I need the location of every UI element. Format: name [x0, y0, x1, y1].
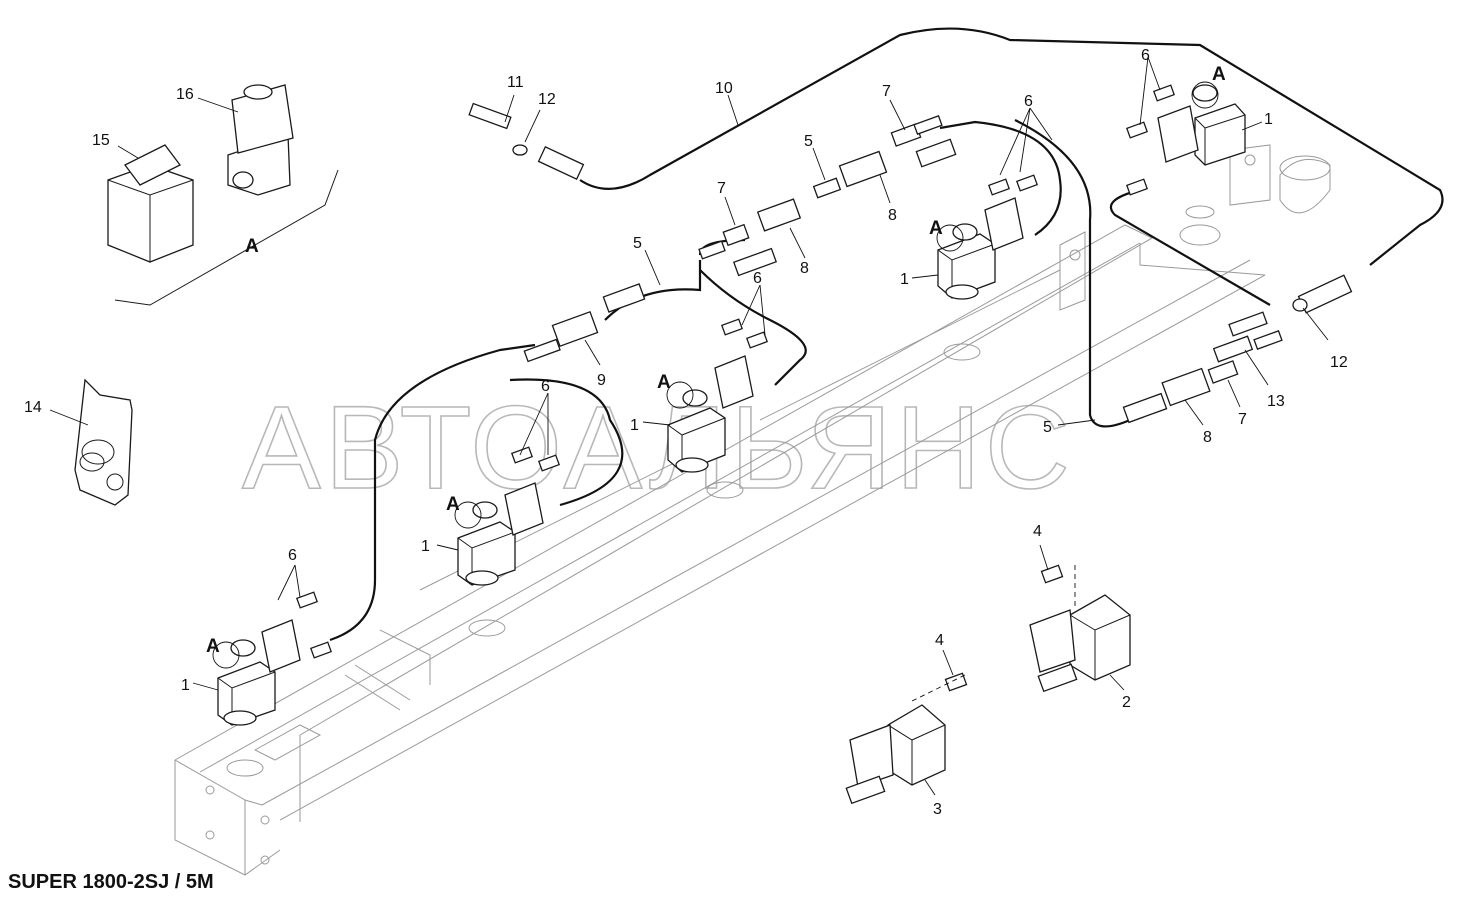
callout-1-bottom: 1	[181, 677, 190, 694]
detail-markers: A A A A A A	[206, 64, 1226, 669]
callout-6-bottom: 6	[288, 547, 297, 564]
detail-marker-view: A	[245, 236, 259, 257]
leader-lines	[49, 56, 1329, 796]
callout-2: 2	[1122, 694, 1131, 711]
detail-marker-4: A	[929, 218, 943, 239]
callout-12-right: 12	[1330, 354, 1348, 371]
callout-8-right: 8	[1203, 429, 1212, 446]
detail-marker-2: A	[446, 494, 460, 515]
callout-16: 16	[176, 86, 194, 103]
detail-marker-1: A	[206, 636, 220, 657]
callout-12-top: 12	[538, 91, 556, 108]
valve-assembly-5	[1125, 84, 1246, 196]
detail-a-valves	[107, 84, 339, 306]
callout-10: 10	[715, 80, 733, 97]
callout-6-far-right: 6	[1141, 47, 1150, 64]
spare-valve-3	[845, 704, 946, 805]
callout-15: 15	[92, 132, 110, 149]
callout-7-top: 7	[882, 83, 891, 100]
callout-numbers: 16 15 14 11 12 10 7 6 5 8 7 8 5 6 9 6 1 …	[24, 47, 1348, 818]
watermark-text: АВТОАЛЬЯНС	[242, 382, 1074, 514]
detail-marker-3: A	[657, 372, 671, 393]
callout-5-mid: 5	[633, 235, 642, 252]
detail-marker-5: A	[1212, 64, 1226, 85]
callout-6-mid: 6	[753, 270, 762, 287]
callout-1-left: 1	[421, 538, 430, 555]
callout-1-right: 1	[900, 271, 909, 288]
callout-8-mid: 8	[800, 260, 809, 277]
callout-7-right: 7	[1238, 411, 1247, 428]
callout-6-top: 6	[1024, 93, 1033, 110]
callout-4-upper: 4	[1033, 523, 1042, 540]
callout-1-far-right: 1	[1264, 111, 1273, 128]
callout-4-lower: 4	[935, 632, 944, 649]
valve-assembly-1	[217, 591, 333, 726]
callout-3: 3	[933, 801, 942, 818]
valve-assembly-4	[937, 174, 1039, 300]
callout-6-left: 6	[541, 378, 550, 395]
callout-13: 13	[1267, 393, 1285, 410]
callout-1-mid: 1	[630, 417, 639, 434]
callout-9: 9	[597, 372, 606, 389]
model-label: SUPER 1800-2SJ / 5M	[8, 871, 214, 893]
callout-5-top: 5	[804, 133, 813, 150]
fittings	[468, 102, 1353, 692]
spare-valve-2	[1029, 594, 1131, 693]
valve-assembly-2	[457, 446, 561, 586]
callout-7-mid: 7	[717, 180, 726, 197]
callout-5-right: 5	[1043, 419, 1052, 436]
seal-kit-bag	[74, 378, 133, 506]
callout-11: 11	[507, 74, 524, 91]
callout-8-top: 8	[888, 207, 897, 224]
valve-assembly-3	[667, 318, 769, 473]
callout-14: 14	[24, 399, 42, 416]
